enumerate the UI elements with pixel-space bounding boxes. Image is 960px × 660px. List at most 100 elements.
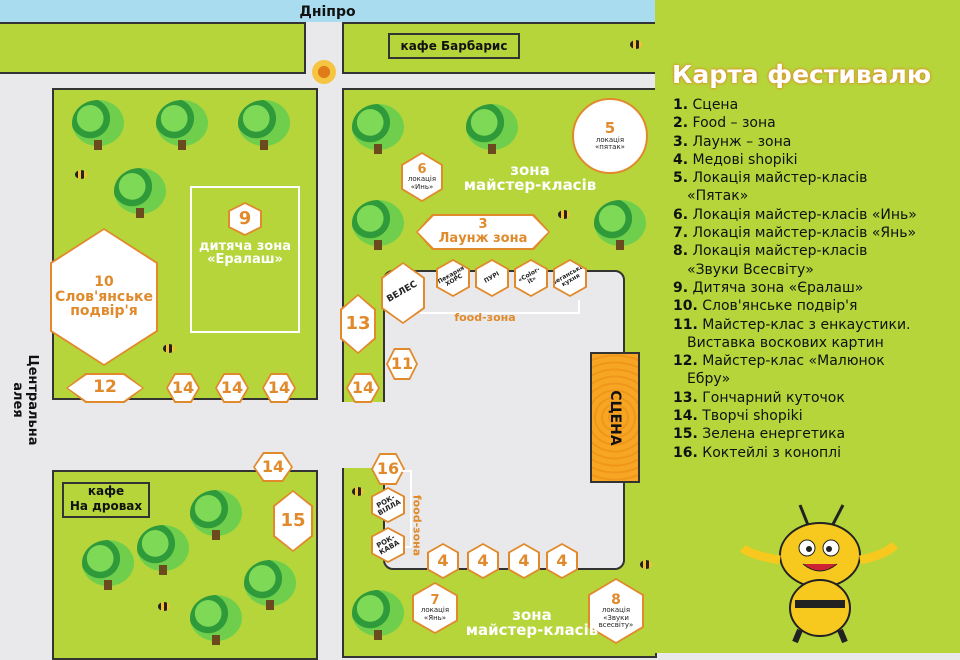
legend-item-number: 1. xyxy=(673,97,689,113)
marker-14-num: 14 xyxy=(217,375,247,401)
stall-vegan[interactable]: Веганська кухня xyxy=(553,259,587,297)
masterclass-zone-line-2: майстер-класів xyxy=(465,621,599,639)
marker-12-num: 12 xyxy=(68,375,142,401)
cafe-barbaris[interactable]: кафе Барбарис xyxy=(388,33,520,59)
legend-item-number: 7. xyxy=(673,225,689,242)
stall-khors[interactable]: Пекарня ХОРС xyxy=(436,259,470,297)
legend-item-text: Локація майстер-класів «Инь» xyxy=(692,206,917,223)
river-label: Дніпро xyxy=(299,4,356,20)
bee-icon xyxy=(630,40,642,49)
marker-10-num: 10 xyxy=(94,273,114,290)
tree-icon xyxy=(352,104,404,154)
marker-3-num: 3 xyxy=(478,217,488,233)
tree-icon xyxy=(238,100,290,150)
legend-item-number: 9. xyxy=(673,279,689,296)
marker-10-label-2: подвір'я xyxy=(70,303,138,320)
legend-item-text: Локація майстер-класів xyxy=(692,170,868,187)
cafe-na-drovakh-label-1: кафе xyxy=(87,484,125,498)
marker-14[interactable]: 14 xyxy=(166,373,200,403)
legend-item-text: Коктейлі з коноплі xyxy=(702,444,842,461)
legend-item: 6. Локація майстер-класів «Инь» xyxy=(673,206,958,224)
marker-5[interactable]: 5 локація «пятак» xyxy=(572,98,648,174)
cafe-na-drovakh-label-2: На дровах xyxy=(69,499,143,513)
food-zone-label-vertical: food-зона xyxy=(410,494,424,557)
legend-title: Карта фестивалю xyxy=(672,60,932,89)
legend-item-number: 2. xyxy=(673,115,689,132)
legend-item-number: 14. xyxy=(673,408,698,425)
legend-item-number: 6. xyxy=(673,206,689,223)
marker-6-label-1: локація xyxy=(407,175,437,184)
marker-11[interactable]: 11 xyxy=(386,348,418,380)
marker-7-num: 7 xyxy=(430,592,440,608)
tree-icon xyxy=(156,100,208,150)
block-top-left xyxy=(0,22,306,74)
marker-8-label-2: «Звуки xyxy=(603,613,629,622)
legend-item-number: 16. xyxy=(673,444,698,461)
marker-8-label-3: всесвіту» xyxy=(598,621,634,630)
legend-item-text: Лаунж – зона xyxy=(692,133,792,150)
marker-5-label-2: «пятак» xyxy=(595,142,625,151)
food-zone-label: food-зона xyxy=(454,311,516,324)
marker-13[interactable]: 13 xyxy=(340,294,376,354)
river-dnipro: Дніпро xyxy=(0,0,655,22)
marker-14[interactable]: 14 xyxy=(215,373,249,403)
marker-12[interactable]: 12 xyxy=(66,373,144,403)
masterclass-zone-line-1: зона xyxy=(512,606,552,624)
marker-4-num: 4 xyxy=(510,545,538,577)
marker-15-num: 15 xyxy=(275,492,311,550)
stall-rok-kava-label: РОК-КАВА xyxy=(375,532,401,557)
children-zone-label-1: дитяча зона xyxy=(199,239,291,254)
marker-4[interactable]: 4 xyxy=(467,543,499,579)
stall-veles[interactable]: ВЕЛЕС xyxy=(381,262,425,324)
stall-color-it-label: «Color-it» xyxy=(516,265,542,286)
legend-item-continuation: Виставка воскових картин xyxy=(687,334,884,351)
legend-item-text: Медові shopiki xyxy=(692,151,798,168)
stall-puri[interactable]: ПУРІ xyxy=(475,259,509,297)
legend-item-number: 5. xyxy=(673,170,689,187)
marker-11-num: 11 xyxy=(388,350,416,378)
legend-item-text: Food – зона xyxy=(692,115,776,132)
marker-4[interactable]: 4 xyxy=(427,543,459,579)
legend-item: 7. Локація майстер-класів «Янь» xyxy=(673,224,958,242)
legend-item-number: 15. xyxy=(673,426,698,443)
legend-item-number: 8. xyxy=(673,243,689,260)
legend-item-continuation: «Звуки Всесвіту» xyxy=(687,261,814,278)
legend-item: 9. Дитяча зона «Єралаш» xyxy=(673,279,958,297)
legend-item: 14. Творчі shopiki xyxy=(673,407,958,425)
cross-road xyxy=(52,402,385,468)
legend-item: 13. Гончарний куточок xyxy=(673,389,958,407)
legend-item: 3. Лаунж – зона xyxy=(673,133,958,151)
legend-item: 11. Майстер-клас з енкаустики. xyxy=(673,316,958,334)
tree-icon xyxy=(352,590,404,640)
tree-icon xyxy=(137,525,189,575)
flower-icon xyxy=(312,60,336,84)
legend-item-text: Гончарний куточок xyxy=(702,389,845,406)
stage[interactable]: СЦЕНА xyxy=(590,352,640,483)
legend-item-text: Слов'янське подвір'я xyxy=(702,298,858,315)
marker-8-num: 8 xyxy=(611,591,621,608)
legend-item-text: Майстер-клас «Малюнок xyxy=(702,353,885,370)
stall-veles-label: ВЕЛЕС xyxy=(385,279,420,306)
children-zone-area[interactable] xyxy=(190,186,300,333)
legend-item: 8. Локація майстер-класів xyxy=(673,242,958,260)
tree-icon xyxy=(244,560,296,610)
stall-color-it[interactable]: «Color-it» xyxy=(514,259,548,297)
legend-item: 4. Медові shopiki xyxy=(673,151,958,169)
stall-khors-label: Пекарня ХОРС xyxy=(436,264,466,288)
legend-item: 12. Майстер-клас «Малюнок xyxy=(673,352,958,370)
legend-item-number: 4. xyxy=(673,151,689,168)
marker-9[interactable]: 9 xyxy=(228,202,262,236)
legend-item-text: Майстер-клас з енкаустики. xyxy=(702,316,911,333)
marker-6-num: 6 xyxy=(417,161,427,177)
legend-item: 1. Сцена xyxy=(673,96,958,114)
legend-item-continuation: «Пятак» xyxy=(687,188,749,205)
legend-item: 10. Слов'янське подвір'я xyxy=(673,297,958,315)
tree-icon xyxy=(190,595,242,645)
